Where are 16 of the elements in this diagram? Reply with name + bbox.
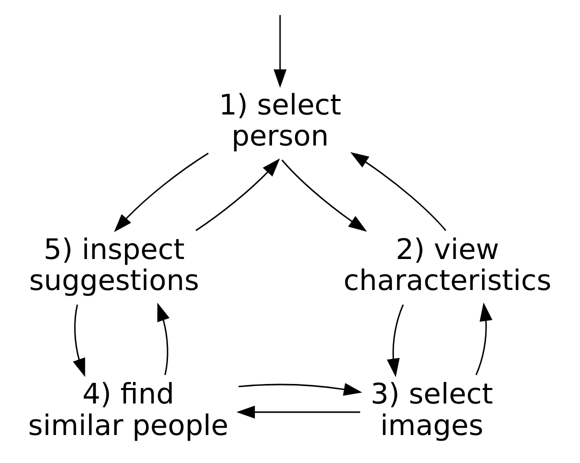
arrow bbox=[196, 158, 280, 232]
node-text: 4) find similar people bbox=[28, 378, 228, 442]
arrow bbox=[350, 152, 446, 231]
arrow bbox=[281, 160, 368, 232]
arrow bbox=[475, 302, 492, 376]
arrow bbox=[238, 383, 362, 396]
node-text: 1) select person bbox=[218, 88, 342, 152]
arrow bbox=[72, 304, 86, 377]
arrow bbox=[386, 304, 404, 378]
node-text: 5) inspect suggestions bbox=[29, 232, 200, 298]
arrow bbox=[157, 302, 170, 376]
arrow bbox=[236, 406, 360, 419]
arrow bbox=[114, 152, 209, 232]
arrow bbox=[274, 15, 287, 88]
node-text: 2) view characteristics bbox=[344, 232, 552, 298]
node-text: 3) select images bbox=[370, 378, 494, 442]
